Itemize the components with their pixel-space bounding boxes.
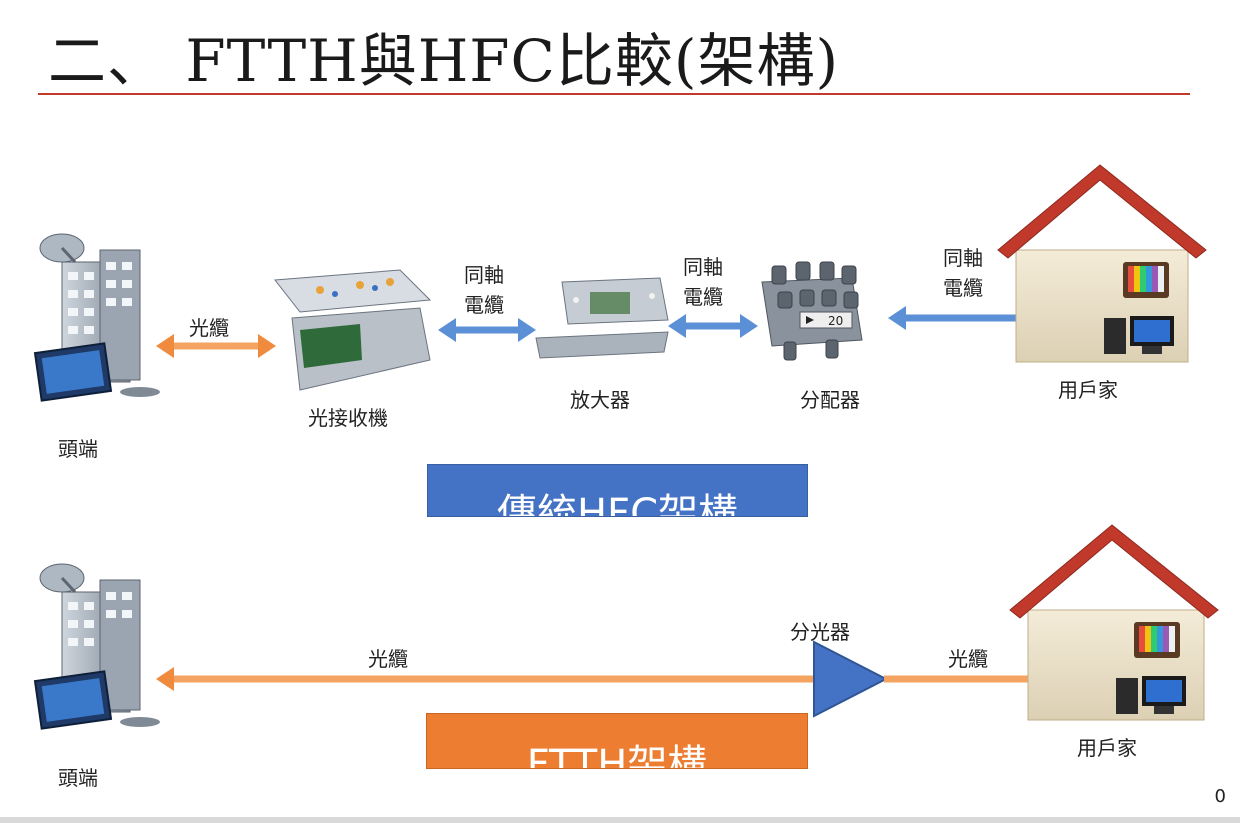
hfc-headend-label: 頭端 (58, 437, 98, 461)
home-house-icon (997, 164, 1207, 363)
splitter-label: 分配器 (800, 388, 860, 412)
tap-splitter-icon: 20 (761, 261, 863, 361)
hfc-coax-arrow-2 (668, 314, 758, 338)
coax-label-3-line1: 同軸 (943, 246, 983, 270)
ftth-headend-building-icon (33, 563, 160, 730)
coax-label-2-line1: 同軸 (683, 255, 723, 279)
ftth-home-house-icon (1009, 524, 1219, 721)
optical-splitter-icon (813, 640, 889, 718)
ftth-architecture-banner: FTTH架構 (426, 713, 808, 769)
optical-splitter-label: 分光器 (790, 620, 850, 644)
coax-label-2-line2: 電纜 (683, 285, 723, 309)
bottom-bar (0, 817, 1240, 823)
amplifier-icon (535, 277, 669, 359)
coax-label-1-line2: 電纜 (464, 293, 504, 317)
ftth-fiber-label-1: 光纜 (368, 647, 408, 671)
coax-label-1-line1: 同軸 (464, 263, 504, 287)
hfc-coax-arrow-1 (438, 318, 536, 342)
hfc-home-label: 用戶家 (1058, 378, 1118, 402)
optical-receiver-icon (274, 269, 432, 391)
headend-building-icon (33, 233, 160, 402)
splitter-badge: 20 (828, 314, 843, 328)
coax-label-1: 同軸 電纜 (454, 260, 514, 320)
ftth-home-label: 用戶家 (1077, 736, 1137, 760)
hfc-fiber-arrow (156, 334, 276, 358)
amplifier-label: 放大器 (570, 388, 630, 412)
page-number: 0 (1214, 786, 1226, 807)
hfc-banner-text: 傳統HFC架構 (496, 491, 738, 517)
coax-label-3: 同軸 電纜 (933, 243, 993, 303)
title-underline (38, 93, 1190, 95)
optical-receiver-label: 光接收機 (308, 406, 388, 430)
ftth-banner-text: FTTH架構 (526, 742, 708, 769)
ftth-headend-label: 頭端 (58, 766, 98, 790)
coax-label-3-line2: 電纜 (943, 276, 983, 300)
hfc-architecture-banner: 傳統HFC架構 (427, 464, 808, 517)
coax-label-2: 同軸 電纜 (673, 252, 733, 312)
page-title: 二、 FTTH與HFC比較(架構) (48, 27, 840, 95)
ftth-fiber-arrow-1 (156, 667, 818, 691)
ftth-fiber-label-2: 光纜 (948, 647, 988, 671)
hfc-fiber-label: 光纜 (189, 316, 229, 340)
